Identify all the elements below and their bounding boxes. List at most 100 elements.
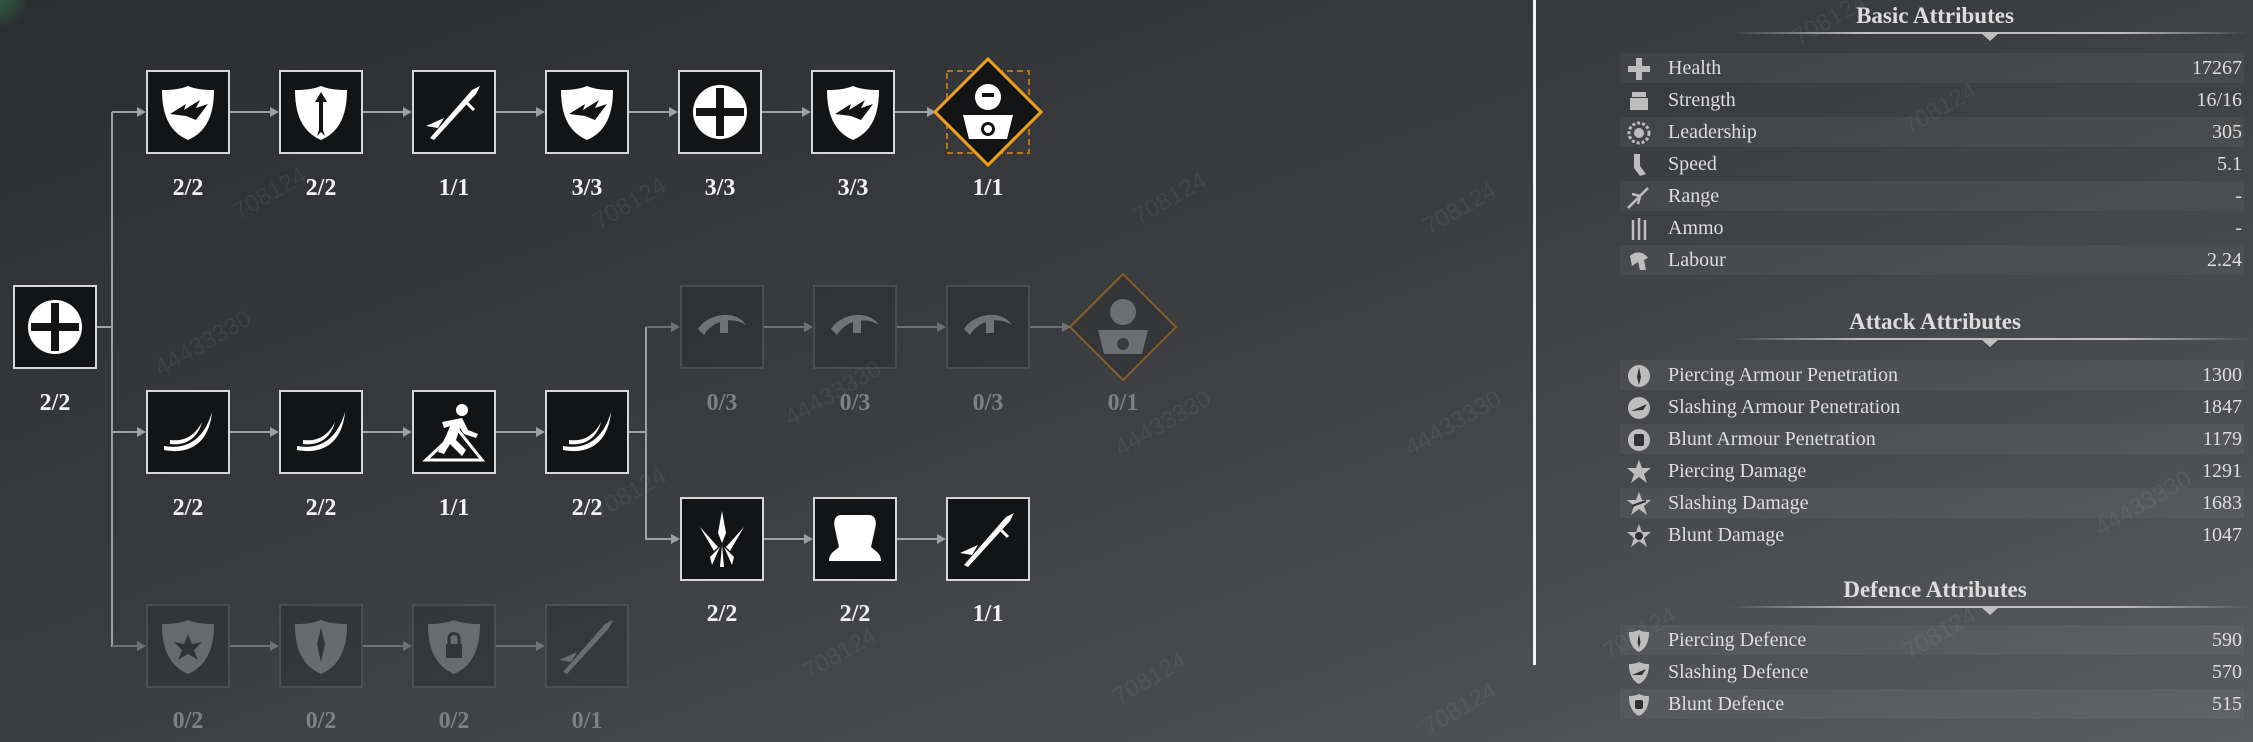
- skill-level-r2b-1: 2/2: [706, 601, 738, 627]
- attribute-name: Piercing Armour Penetration: [1668, 364, 1898, 386]
- skill-level-r1-3: 1/1: [438, 175, 470, 201]
- piercing-dmg-icon: [1626, 459, 1652, 485]
- attribute-name: Health: [1668, 57, 1722, 79]
- crescent-slash-icon: [563, 412, 611, 452]
- skill-node-r2b-2[interactable]: [813, 497, 897, 581]
- piercing-burst-icon: [700, 511, 744, 567]
- blunt-def-icon: [1626, 692, 1652, 718]
- skill-node-r2-2[interactable]: [279, 390, 363, 474]
- skill-node-r3-1[interactable]: [146, 604, 230, 688]
- slashing-dmg-icon: [1626, 491, 1652, 517]
- panel-divider: [1533, 0, 1536, 665]
- skill-node-r1-5[interactable]: [678, 70, 762, 154]
- connector-arrowhead: [403, 427, 412, 437]
- skill-node-r2a-3[interactable]: [946, 285, 1030, 369]
- skill-node-r2-4[interactable]: [545, 390, 629, 474]
- skill-level-root: 2/2: [39, 390, 71, 416]
- knight-elite-icon: [933, 57, 1043, 167]
- skill-node-r1-3[interactable]: [412, 70, 496, 154]
- skill-level-r3-1: 0/2: [172, 708, 204, 734]
- skill-level-r1-1: 2/2: [172, 175, 204, 201]
- attribute-name: Strength: [1668, 89, 1736, 111]
- leadership-icon: [1626, 120, 1652, 146]
- attribute-row-labour: Labour 2.24: [1620, 245, 2244, 275]
- skill-level-r2-4: 2/2: [571, 495, 603, 521]
- skill-level-r2-3: 1/1: [438, 495, 470, 521]
- crescent-slash-icon: [297, 412, 345, 452]
- connector-arrowhead: [270, 641, 279, 651]
- skill-level-r1-5: 3/3: [704, 175, 736, 201]
- skill-node-r3-2[interactable]: [279, 604, 363, 688]
- labour-icon: [1626, 248, 1652, 274]
- strength-icon: [1626, 88, 1652, 114]
- attribute-name: Ammo: [1668, 217, 1724, 239]
- skill-node-r2a-1[interactable]: [680, 285, 764, 369]
- skill-level-r1-4: 3/3: [571, 175, 603, 201]
- connector-arrowhead: [536, 107, 545, 117]
- piercing-def-icon: [1626, 628, 1652, 654]
- spear-icon: [960, 513, 1014, 567]
- speed-icon: [1626, 152, 1652, 178]
- connector-arrowhead: [536, 641, 545, 651]
- skill-node-r3-3[interactable]: [412, 604, 496, 688]
- skill-node-r2b-1[interactable]: [680, 497, 764, 581]
- basic-attributes-title: Basic Attributes: [1856, 3, 2014, 28]
- skill-level-r2-1: 2/2: [172, 495, 204, 521]
- skill-node-r1-2[interactable]: [279, 70, 363, 154]
- skill-node-root[interactable]: [13, 285, 97, 369]
- connector-arrowhead: [1062, 322, 1071, 332]
- attribute-value: 16/16: [2196, 89, 2242, 111]
- arrow-shield-icon: [295, 86, 347, 140]
- basic-attributes-notch: [1981, 33, 1999, 41]
- eye-slash-icon: [831, 314, 879, 335]
- attribute-name: Slashing Damage: [1668, 492, 1809, 514]
- skill-node-r2-1[interactable]: [146, 390, 230, 474]
- attribute-name: Piercing Damage: [1668, 460, 1807, 482]
- skill-node-r2a-elite[interactable]: [1068, 272, 1178, 382]
- attribute-value: 590: [2212, 629, 2242, 651]
- burst-shield-icon: [162, 620, 214, 674]
- skill-level-r2a-3: 0/3: [972, 390, 1004, 416]
- connector-arrowhead: [403, 107, 412, 117]
- charge-runner-icon: [422, 404, 486, 462]
- connector-arrowhead: [937, 534, 946, 544]
- connector-arrowhead: [671, 322, 680, 332]
- skill-level-r2a-elite: 0/1: [1107, 390, 1139, 416]
- attribute-name: Speed: [1668, 153, 1717, 175]
- connector-arrowhead: [927, 107, 936, 117]
- attribute-value: 1047: [2202, 524, 2242, 546]
- attribute-value: 305: [2212, 121, 2242, 143]
- blunt-dmg-icon: [1626, 523, 1652, 549]
- skill-node-r1-1[interactable]: [146, 70, 230, 154]
- skill-node-r2b-3[interactable]: [946, 497, 1030, 581]
- attribute-row-piercing-defence: Piercing Defence 590: [1620, 625, 2244, 655]
- skill-node-r2-3[interactable]: [412, 390, 496, 474]
- skill-node-r2a-2[interactable]: [813, 285, 897, 369]
- skill-node-r3-4[interactable]: [545, 604, 629, 688]
- attribute-value: 1291: [2202, 460, 2242, 482]
- skill-node-r1-elite[interactable]: [933, 57, 1043, 167]
- connector-arrowhead: [270, 427, 279, 437]
- connector-arrowhead: [804, 534, 813, 544]
- attribute-value: 515: [2212, 693, 2242, 715]
- attribute-value: 1847: [2202, 396, 2242, 418]
- spear-icon: [426, 86, 480, 140]
- attribute-value: 2.24: [2207, 249, 2242, 271]
- skill-node-r1-4[interactable]: [545, 70, 629, 154]
- skill-node-r1-6[interactable]: [811, 70, 895, 154]
- skill-level-r1-elite: 1/1: [972, 175, 1004, 201]
- connector-arrowhead: [403, 641, 412, 651]
- spear-slash-icon: [559, 620, 613, 674]
- attribute-name: Labour: [1668, 249, 1726, 271]
- slashing-def-icon: [1626, 660, 1652, 686]
- attribute-name: Piercing Defence: [1668, 629, 1807, 651]
- crescent-slash-icon: [164, 412, 212, 452]
